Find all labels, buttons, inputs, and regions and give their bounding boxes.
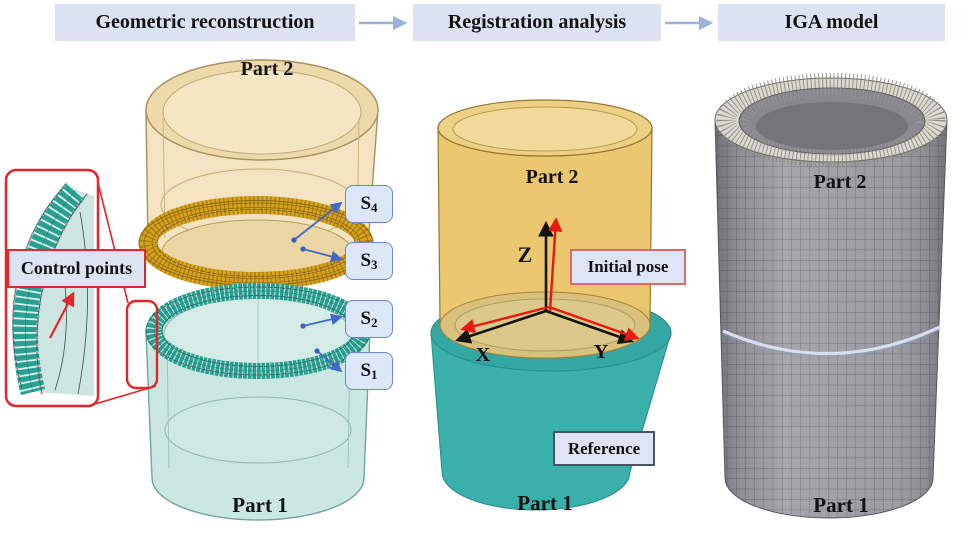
surface-s4-base: S [360, 193, 372, 214]
surface-s4-sub: 4 [371, 200, 378, 215]
control-points-inset [4, 168, 159, 408]
workflow-step-registration-analysis: Registration analysis [413, 4, 661, 41]
mid-part2-label: Part 2 [525, 166, 579, 188]
left-part1-cylinder [145, 287, 371, 521]
reference-label: Reference [553, 431, 655, 466]
surface-callout-arrows [291, 201, 343, 373]
surface-s1-base: S [360, 360, 372, 381]
left-part1-label: Part 1 [232, 493, 288, 517]
control-points-arrow-icon [49, 291, 75, 339]
surface-s1-sub: 1 [371, 367, 378, 382]
workflow-step-iga-model: IGA model [718, 4, 945, 41]
axis-z-red [548, 217, 563, 312]
axis-y-label: Y [593, 341, 609, 363]
right-part1-label: Part 1 [813, 493, 869, 517]
coordinate-axes [455, 217, 640, 345]
left-part2-cylinder [145, 59, 379, 288]
left-part2-label: Part 2 [240, 58, 294, 80]
surface-s2-sub: 2 [371, 315, 378, 330]
right-part2-label: Part 2 [813, 171, 867, 193]
surface-s2-base: S [360, 308, 372, 329]
axis-y-black [545, 309, 634, 345]
axis-x-label: X [475, 344, 491, 366]
surface-s3-sub: 3 [371, 257, 378, 272]
axis-x-red [460, 305, 550, 334]
mid-part1-label: Part 1 [517, 491, 573, 515]
control-points-label: Control points [7, 249, 146, 288]
surface-s3-base: S [360, 250, 372, 271]
iga-seam-line [722, 325, 941, 356]
axis-x-black [455, 309, 547, 344]
zoom-region-marker [125, 299, 159, 390]
axis-y-red [548, 305, 640, 341]
initial-pose-label: Initial pose [570, 249, 686, 285]
workflow-step-geometric-reconstruction: Geometric reconstruction [55, 4, 355, 41]
axis-z-label: Z [517, 242, 533, 267]
iga-cylinder [714, 73, 948, 519]
